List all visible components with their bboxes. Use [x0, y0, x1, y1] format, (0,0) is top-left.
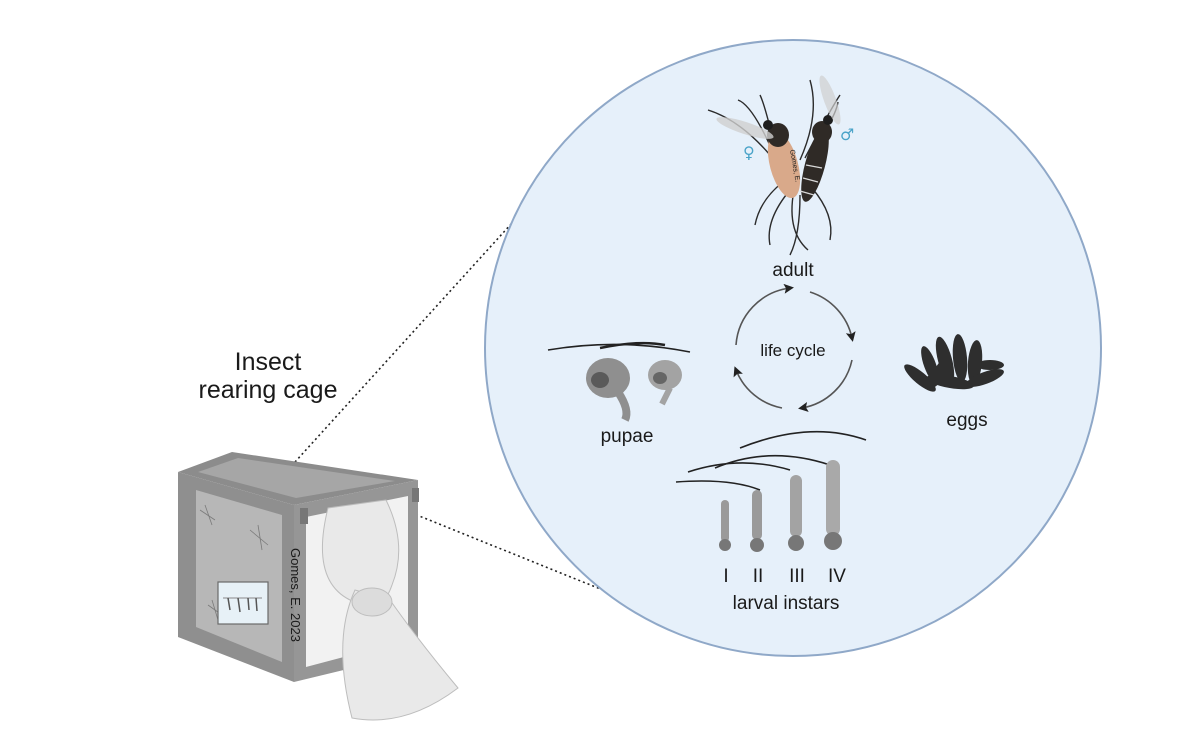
larva-instar-1 — [719, 500, 731, 551]
magnified-circle — [484, 39, 1102, 657]
pupae-label: pupae — [601, 426, 654, 447]
adult-label: adult — [772, 260, 814, 281]
larvae-illustration — [675, 430, 867, 552]
male-symbol: ♂ — [840, 125, 854, 144]
cage-title-line1: Insect — [235, 348, 302, 376]
zoom-line-top — [294, 211, 523, 463]
instar-label-4: IV — [828, 566, 846, 587]
arrow-larvae-to-pupae — [733, 366, 783, 409]
eggs-label: eggs — [946, 410, 987, 431]
rearing-cage: Gomes, E. 2023 — [178, 452, 459, 721]
life-cycle-label: life cycle — [760, 341, 825, 360]
larval-instars-label: larval instars — [733, 593, 840, 614]
arrow-adult-to-eggs — [809, 291, 856, 342]
arrow-pupae-to-adult — [735, 283, 794, 346]
instar-label-3: III — [789, 566, 805, 587]
larva-instar-4 — [824, 460, 842, 550]
female-symbol: ♀ — [743, 143, 755, 162]
life-cycle-arrows — [733, 283, 856, 412]
pupae-illustration — [547, 341, 691, 422]
larva-instar-3 — [788, 475, 804, 551]
cage-credit: Gomes, E. 2023 — [288, 548, 303, 642]
eggs-cluster — [904, 334, 1004, 392]
larva-instar-2 — [750, 490, 764, 552]
instar-label-1: I — [723, 566, 728, 587]
cage-title-line2: rearing cage — [199, 376, 338, 404]
arrow-eggs-to-larvae — [798, 359, 853, 412]
adult-mosquito-pair: Gomes, E. — [707, 75, 841, 256]
instar-label-2: II — [753, 566, 764, 587]
